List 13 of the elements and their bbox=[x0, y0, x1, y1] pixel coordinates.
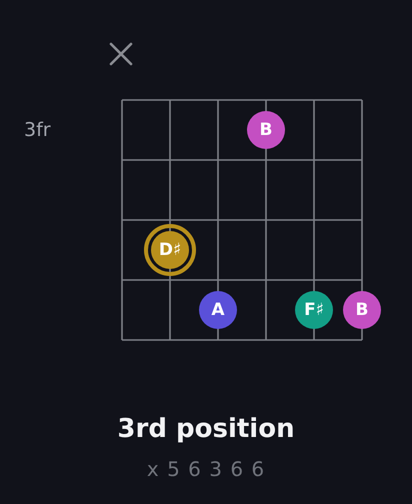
note-name: A bbox=[211, 302, 225, 318]
fingering-numbers: x 5 6 3 6 6 bbox=[146, 457, 266, 481]
chord-title: 3rd position bbox=[117, 414, 295, 444]
note-dot bbox=[295, 291, 333, 329]
note-name: F♯ bbox=[304, 302, 324, 318]
note-dot bbox=[343, 291, 381, 329]
note-name: B bbox=[260, 122, 272, 138]
root-note-dot bbox=[144, 224, 196, 276]
note-name: B bbox=[356, 302, 368, 318]
note-dot bbox=[199, 291, 237, 329]
fret-label: 3fr bbox=[24, 118, 51, 142]
note-name: D♯ bbox=[158, 242, 182, 258]
note-dot bbox=[247, 111, 285, 149]
